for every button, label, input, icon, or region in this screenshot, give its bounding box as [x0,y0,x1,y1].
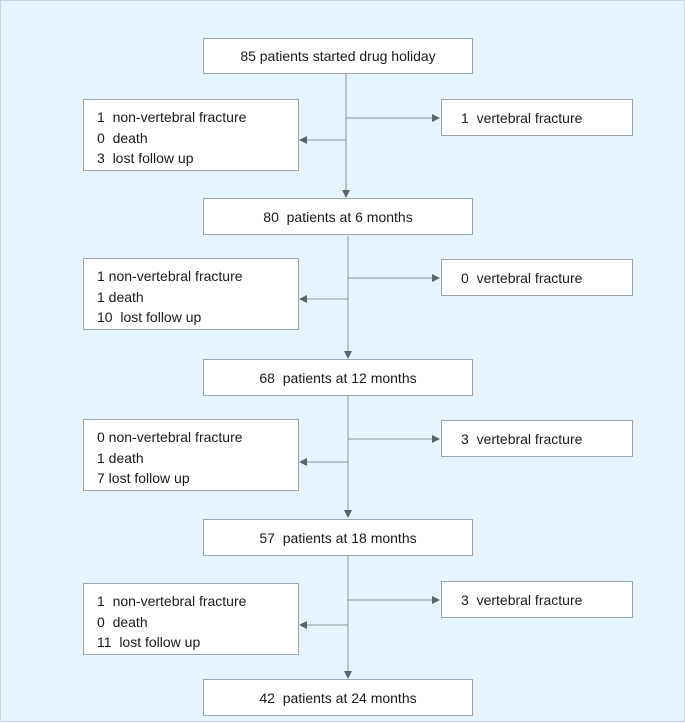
death-count: 1 death [97,449,144,466]
vertebral-fracture-box-2: 0 vertebral fracture [441,259,633,296]
stage-24-months-box: 42 patients at 24 months [203,679,473,716]
stage-12-months-box: 68 patients at 12 months [203,359,473,396]
exit-box-4: 1 non-vertebral fracture 0 death 11 lost… [83,583,299,655]
lost-follow-up-count: 3 lost follow up [97,150,194,166]
lost-follow-up-count: 10 lost follow up [97,309,202,325]
non-vertebral-fracture-count: 1 non-vertebral fracture [97,109,247,125]
exit-box-3: 0 non-vertebral fracture 1 death 7 lost … [83,419,299,491]
exit-box-1: 1 non-vertebral fracture 0 death 3 lost … [83,99,299,171]
lost-follow-up-count: 7 lost follow up [97,470,190,486]
death-count: 0 death [97,129,148,146]
vertebral-fracture-box-3: 3 vertebral fracture [441,420,633,457]
stage-6-months-box: 80 patients at 6 months [203,198,473,235]
lost-follow-up-count: 11 lost follow up [97,634,201,650]
non-vertebral-fracture-count: 1 non-vertebral fracture [97,593,247,609]
death-count: 1 death [97,288,144,305]
exit-box-2: 1 non-vertebral fracture 1 death 10 lost… [83,258,299,330]
non-vertebral-fracture-count: 0 non-vertebral fracture [97,429,243,445]
non-vertebral-fracture-count: 1 non-vertebral fracture [97,268,243,284]
death-count: 0 death [97,613,148,630]
stage-18-months-box: 57 patients at 18 months [203,519,473,556]
vertebral-fracture-box-1: 1 vertebral fracture [441,99,633,136]
vertebral-fracture-box-4: 3 vertebral fracture [441,581,633,618]
stage-start-box: 85 patients started drug holiday [203,38,473,74]
